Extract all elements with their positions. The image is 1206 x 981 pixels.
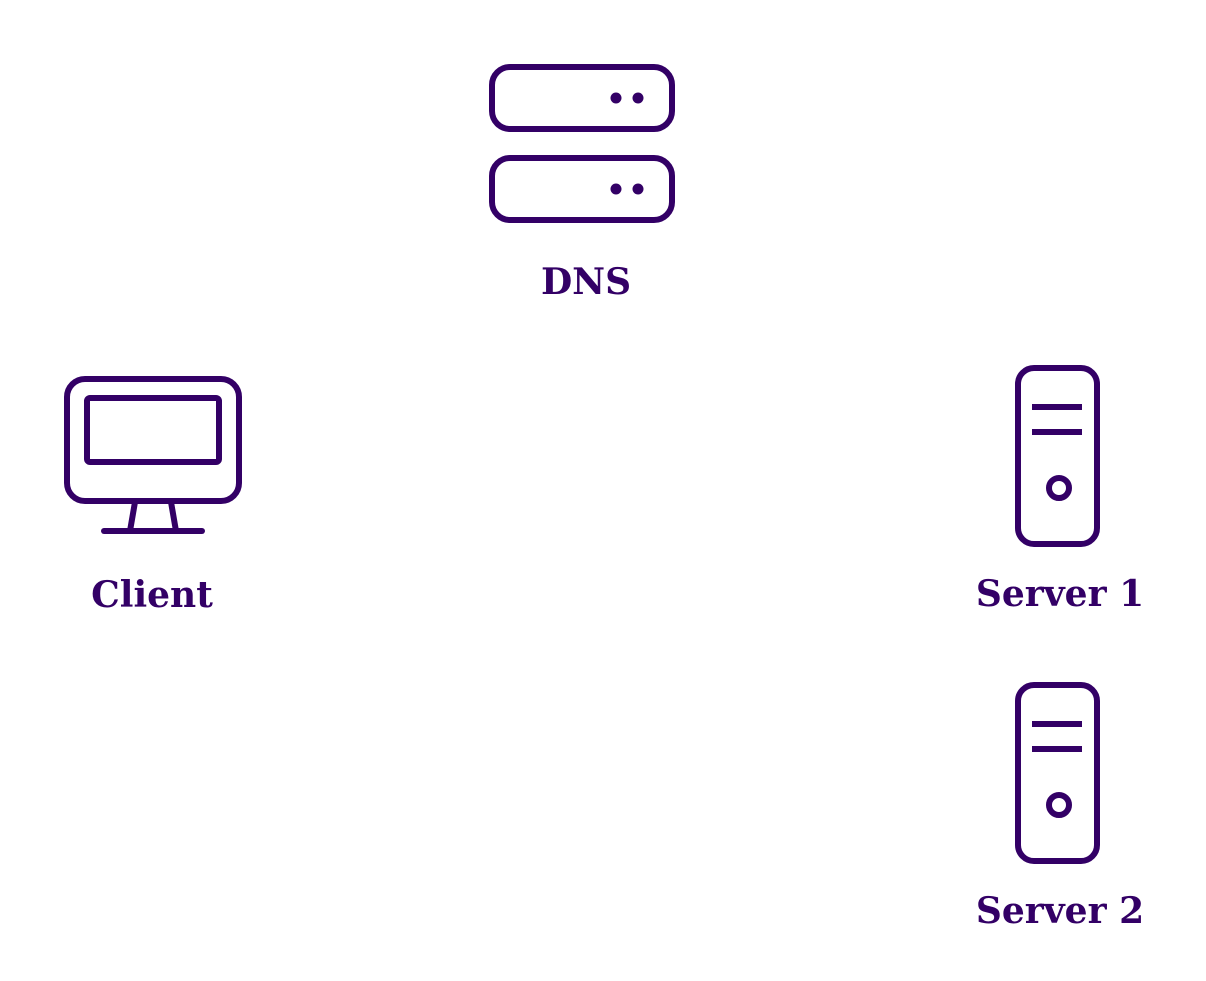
database-server-icon bbox=[489, 64, 675, 223]
monitor-icon bbox=[64, 376, 242, 534]
server1-label: Server 1 bbox=[975, 573, 1145, 615]
dns-label: DNS bbox=[540, 261, 632, 303]
client-label: Client bbox=[91, 574, 213, 616]
tower-server-icon bbox=[1015, 682, 1100, 864]
server2-label: Server 2 bbox=[975, 890, 1145, 932]
tower-server-icon bbox=[1015, 365, 1100, 547]
